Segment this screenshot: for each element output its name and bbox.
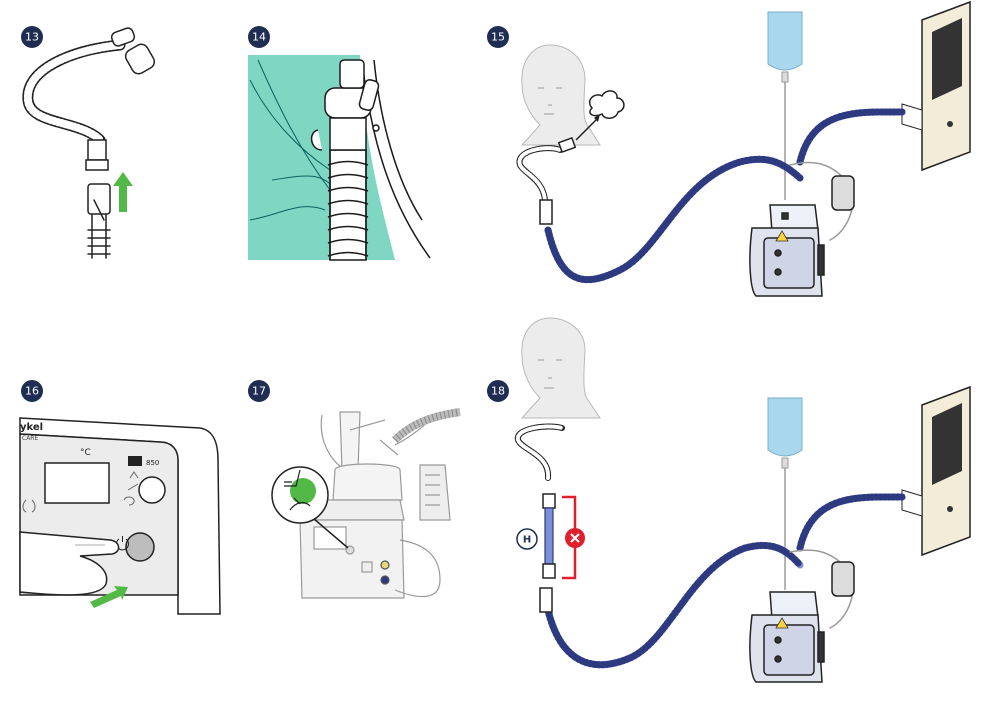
step-15-badge: 15 [487,26,509,48]
water-bag-illustration-2 [767,397,803,590]
step-16-badge: 16 [21,380,43,402]
patient-head-illustration [520,44,601,146]
lungs-icon [22,499,36,513]
temperature-unit-label: °C [80,448,91,458]
heated-segment-illustration [542,493,556,579]
power-button[interactable] [125,532,155,562]
press-arrow-icon [90,586,128,608]
step-14-badge: 14 [248,26,270,48]
do-not-use-bracket [562,495,585,580]
step-18-panel: 18 [487,317,971,683]
step-13-panel: 13 [21,26,156,259]
model-label: 850 [146,459,159,467]
step-18-number: 18 [491,385,505,398]
heater-letter: H [523,535,531,546]
step-18-badge: 18 [487,380,509,402]
pressing-hand-illustration [19,531,120,596]
water-bag-illustration [767,11,803,200]
breathing-circuit-tubing [516,108,906,283]
step-16-number: 16 [25,385,39,398]
wall-outlet-illustration [901,0,971,172]
patient-head-illustration-2 [520,317,601,419]
exhale-cloud-icon [575,90,625,141]
step-17-panel: 17 [248,380,461,599]
mode-button[interactable] [138,476,166,504]
brand-text: ykel [20,422,43,433]
cross-icon [570,533,580,543]
step-16-panel: 16 ykel CARE °C 850 [19,380,221,615]
step-15-panel: 15 [487,0,971,297]
step-15-number: 15 [491,31,505,44]
step-17-badge: 17 [248,380,270,402]
humidifier-illustration [749,204,825,297]
step-13-badge: 13 [21,26,43,48]
wall-outlet-illustration-2 [901,385,971,557]
breathing-circuit-tubing-2 [515,423,906,669]
mask-icon [127,471,139,491]
heater-plate-callout [271,466,329,524]
step-17-number: 17 [252,385,266,398]
connector-closeup-illustration [249,55,431,261]
humidifier-illustration-2 [749,591,825,683]
temperature-display [44,462,110,504]
step-14-panel: 14 [248,26,431,261]
patient-icon [123,496,135,506]
brand-subtext: CARE [22,435,38,442]
step-13-number: 13 [25,31,39,44]
push-up-arrow-icon [113,172,133,212]
heater-letter-badge: H [516,528,538,550]
step-14-number: 14 [252,31,266,44]
breathing-tube-illustration [22,27,156,259]
